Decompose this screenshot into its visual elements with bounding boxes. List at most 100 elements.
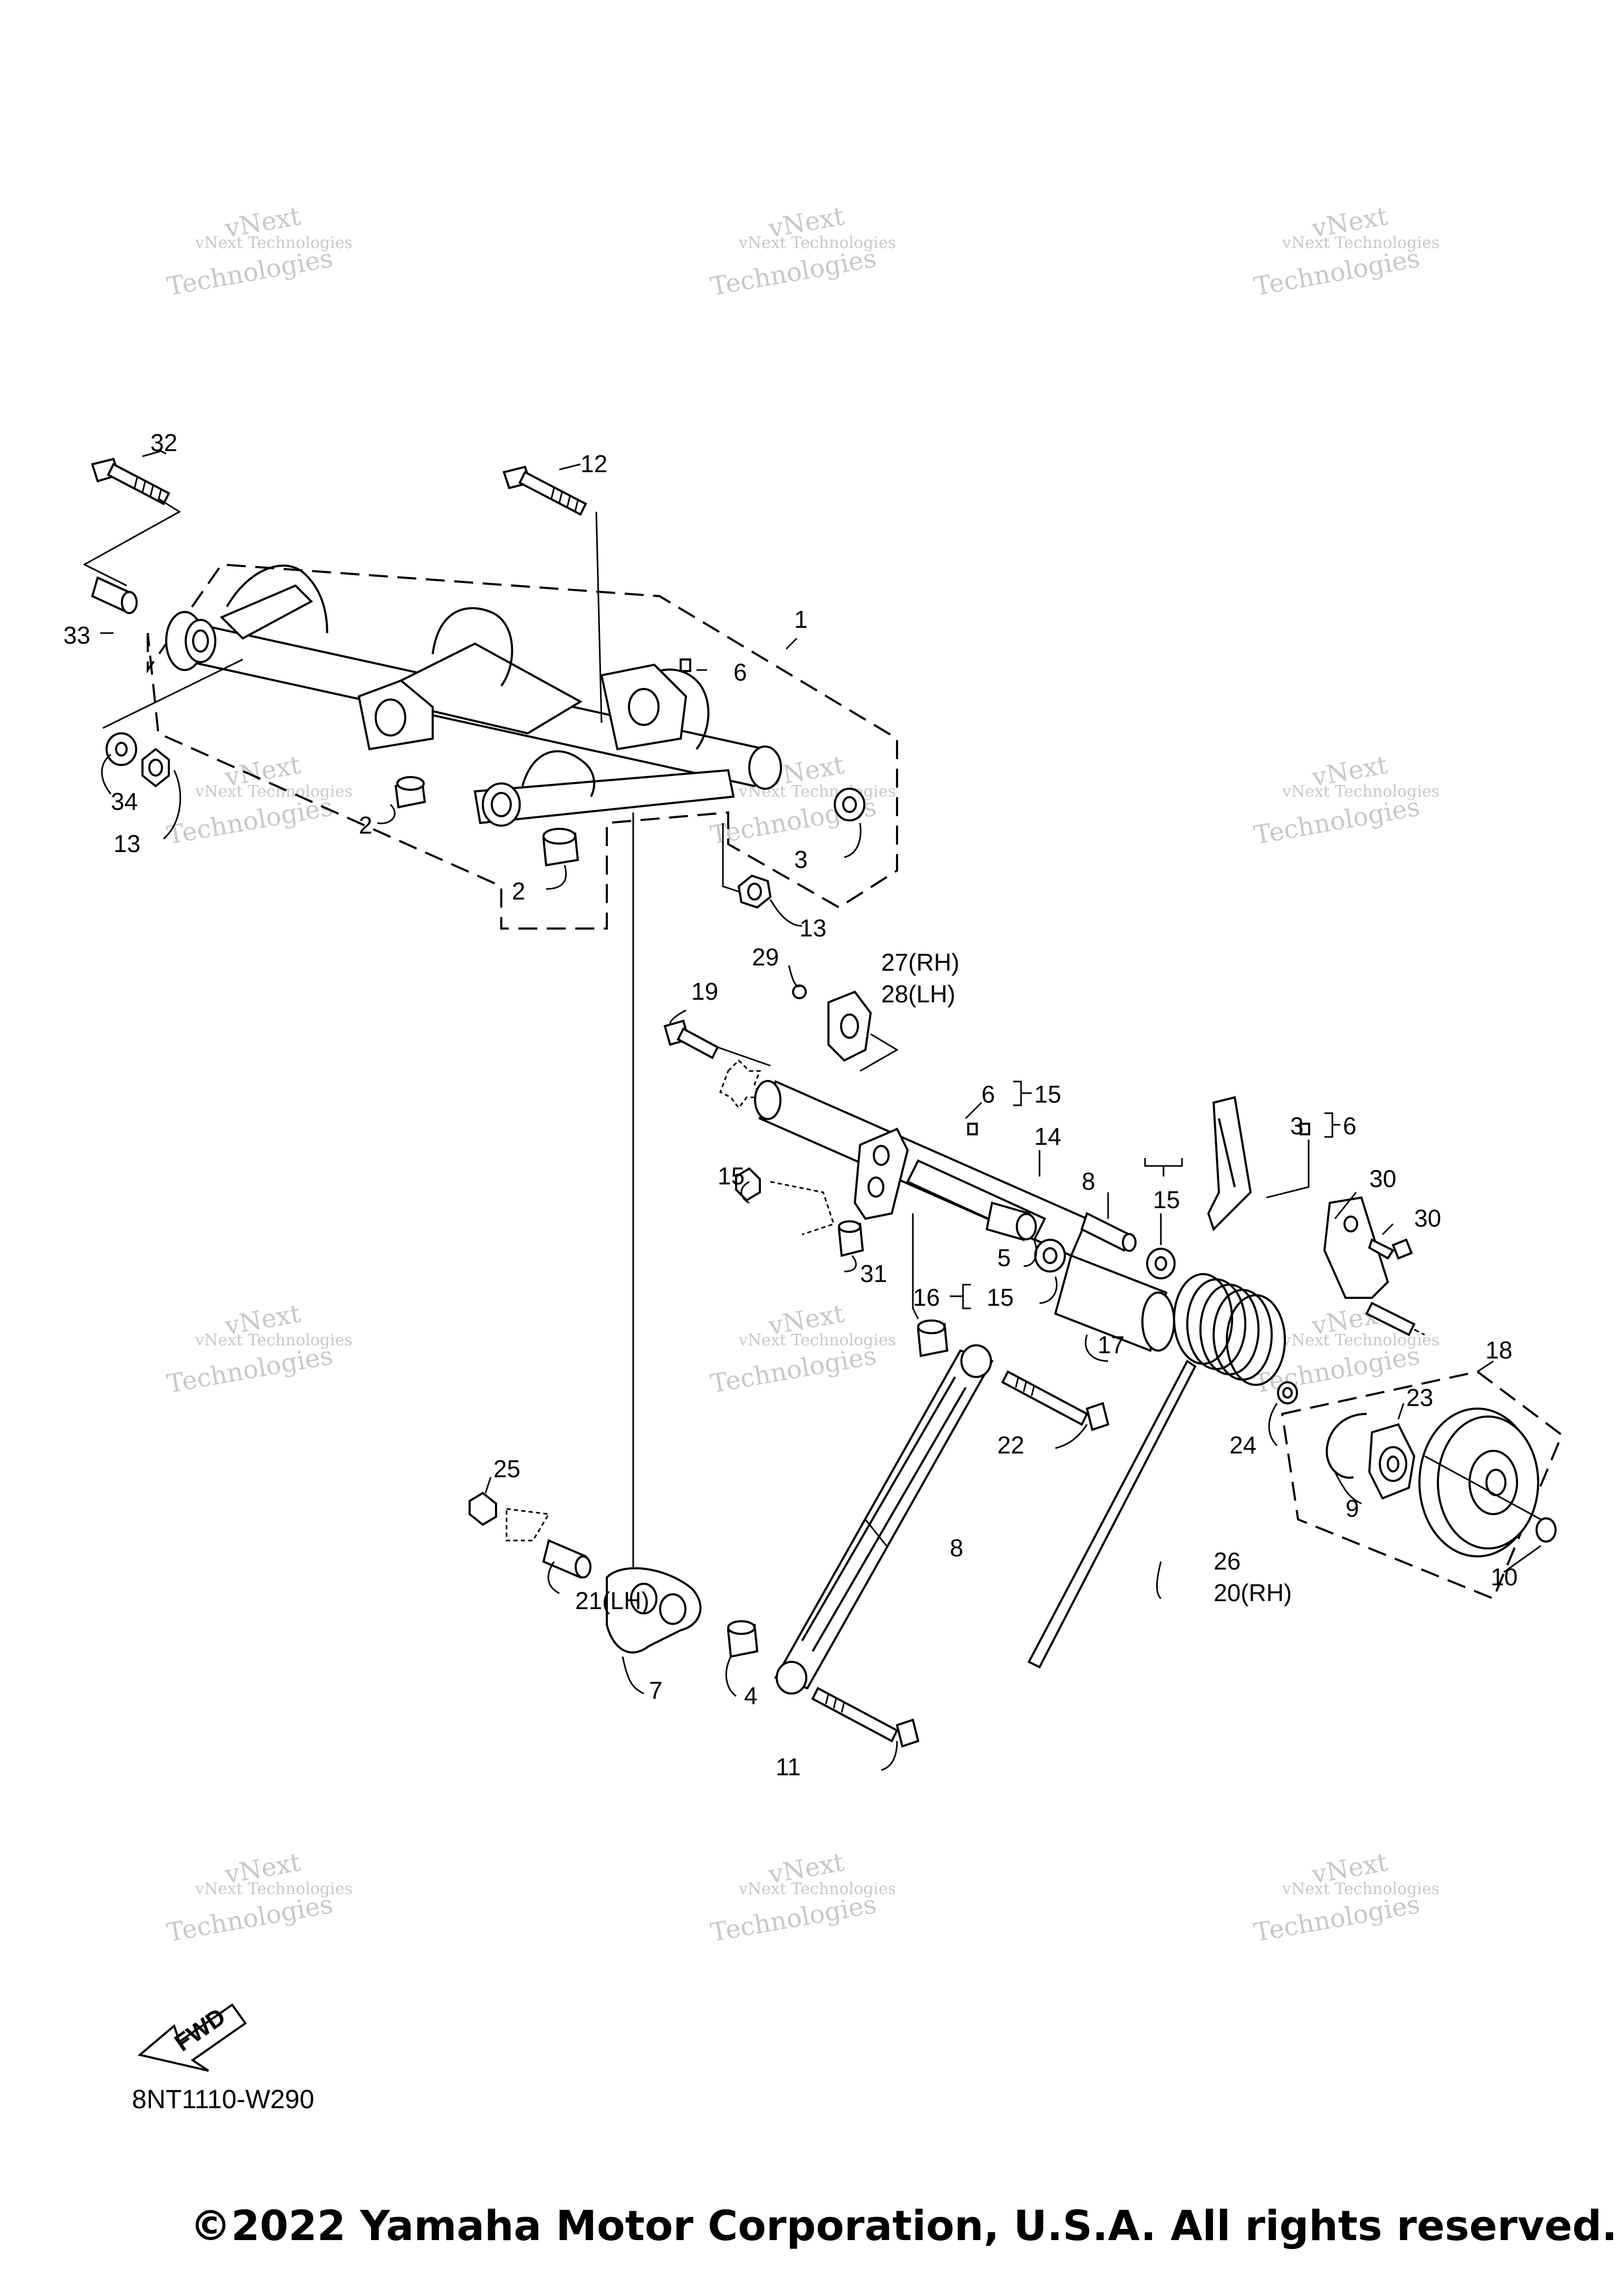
watermark: vNext Technologies Technologies vNext (1252, 750, 1439, 850)
bushing-upper-link (917, 1319, 949, 1357)
upper-small-parts (91, 457, 865, 909)
bracket-30-right (1323, 1196, 1389, 1299)
bolt-9-upper (1001, 1370, 1110, 1431)
callout-7: 21(LH) (575, 1587, 650, 1614)
front-bar (473, 769, 735, 825)
grease-nipple-6-a (680, 658, 691, 672)
callout-1: 1 (794, 606, 808, 633)
watermark: vNext Technologies Technologies vNext (1252, 1848, 1439, 1948)
watermark: vNext Technologies Technologies vNext (165, 202, 352, 302)
watermark: vNext Technologies Technologies vNext (165, 1299, 352, 1399)
shaft-14 (1080, 1212, 1131, 1252)
bolt-19 (663, 1019, 719, 1059)
callout-15: 14 (1034, 1123, 1061, 1150)
svg-text:vNext Technologies: vNext Technologies (1282, 234, 1439, 252)
lower-linkage (469, 1319, 1110, 1748)
callout-3: 3 (794, 846, 808, 873)
callout-5: 31 (860, 1260, 887, 1287)
arm-rail-left (220, 584, 313, 640)
callout-14: 8 (1082, 1168, 1095, 1195)
callout-15: 15 (1034, 1080, 1061, 1108)
callout-2: 2 (359, 811, 373, 839)
leader-lines-upper (82, 450, 862, 1572)
grease-nipple-6-b (967, 1123, 978, 1135)
callout-12: 12 (580, 450, 607, 477)
svg-text:vNext Technologies: vNext Technologies (1282, 1880, 1439, 1898)
svg-text:Technologies: Technologies (165, 1890, 335, 1948)
grease-nipple-6-c (1300, 1123, 1310, 1135)
upper-arm-assembly (147, 563, 898, 930)
watermark: vNext Technologies Technologies vNext (708, 1299, 896, 1399)
collar-7 (542, 1539, 592, 1579)
callout-6: 6 (733, 658, 747, 686)
svg-text:Technologies: Technologies (1252, 792, 1422, 850)
diagram-code: 8NT1110-W290 (132, 2084, 314, 2114)
bolt-32 (91, 457, 170, 505)
svg-text:vNext Technologies: vNext Technologies (1282, 1331, 1439, 1350)
callout-3: 15 (1153, 1186, 1180, 1213)
torsion-spring-20-21 (1027, 1273, 1286, 1669)
circlip-25 (1326, 1413, 1367, 1479)
collar-3-b (1146, 1248, 1176, 1279)
loop-handle-left (226, 565, 328, 634)
tube-18 (1054, 1254, 1175, 1352)
watermark: vNext Technologies Technologies vNext (165, 750, 352, 850)
callout-15: 16 (913, 1284, 940, 1311)
bolt-31 (1368, 1238, 1413, 1260)
svg-text:vNext Technologies: vNext Technologies (738, 1331, 896, 1350)
clip-29 (792, 984, 807, 999)
callout-13: 13 (113, 830, 140, 857)
copyright-notice: ©2022 Yamaha Motor Corporation, U.S.A. A… (190, 2203, 1618, 2250)
collar-33 (91, 576, 138, 614)
leader-lines-lower (484, 965, 1541, 1771)
callout-6: 6 (981, 1080, 995, 1108)
watermark: vNext Technologies Technologies vNext (708, 1848, 896, 1948)
svg-text:Technologies: Technologies (708, 1341, 879, 1399)
nut-13-left (141, 748, 170, 788)
svg-text:vNext Technologies: vNext Technologies (195, 1880, 352, 1898)
svg-text:Technologies: Technologies (708, 1890, 879, 1948)
callout-19: 19 (691, 978, 718, 1005)
assembly-1-outline (147, 563, 898, 930)
callout-34: 34 (111, 788, 138, 815)
callout-31: 30 (1414, 1204, 1441, 1232)
callout-28-lh: 28(LH) (881, 980, 956, 1008)
callout-30: 6 (1343, 1112, 1357, 1140)
callout-22: 24 (1229, 1431, 1256, 1459)
collar-17 (1034, 1239, 1066, 1273)
callout-11: 4 (744, 1682, 758, 1709)
callout-21-lh: 20(RH) (1214, 1579, 1292, 1606)
bearing-24 (1368, 1423, 1416, 1500)
svg-text:vNext Technologies: vNext Technologies (195, 1331, 352, 1350)
watermark: vNext Technologies Technologies vNext (1252, 202, 1439, 302)
collar-16 (985, 1201, 1037, 1241)
svg-text:vNext Technologies: vNext Technologies (1282, 782, 1439, 801)
callout-2: 2 (512, 877, 526, 905)
callout-brackets (950, 1080, 1340, 1309)
arm-plate-4 (606, 1567, 702, 1654)
watermark: vNext Technologies Technologies vNext (708, 202, 896, 302)
callout-9: 11 (776, 1753, 801, 1781)
shaft-bracket (853, 1127, 909, 1220)
callout-17: 15 (987, 1284, 1014, 1311)
fwd-arrow-icon: FWD (137, 2003, 247, 2072)
bracket-30-left (1207, 1096, 1252, 1231)
bushing-2-a (394, 776, 426, 809)
bushing-5 (837, 1220, 864, 1257)
bolt-9-lower (811, 1687, 920, 1748)
callout-13: 13 (799, 914, 826, 942)
callout-25: 9 (1346, 1495, 1359, 1522)
watermark: vNext Technologies Technologies vNext (165, 1848, 352, 1948)
clip-26 (1536, 1517, 1557, 1543)
callout-8: 25 (493, 1455, 520, 1482)
loop-handle-center (432, 607, 513, 687)
wheel-assembly-23 (1277, 1370, 1563, 1600)
svg-text:Technologies: Technologies (165, 244, 335, 302)
collar-22 (1277, 1381, 1298, 1404)
callout-4: 7 (649, 1677, 663, 1704)
callout-26: 10 (1491, 1563, 1518, 1591)
callout-30: 30 (1369, 1165, 1396, 1192)
callout-29: 29 (752, 943, 779, 971)
arm-rail-right (366, 642, 583, 735)
